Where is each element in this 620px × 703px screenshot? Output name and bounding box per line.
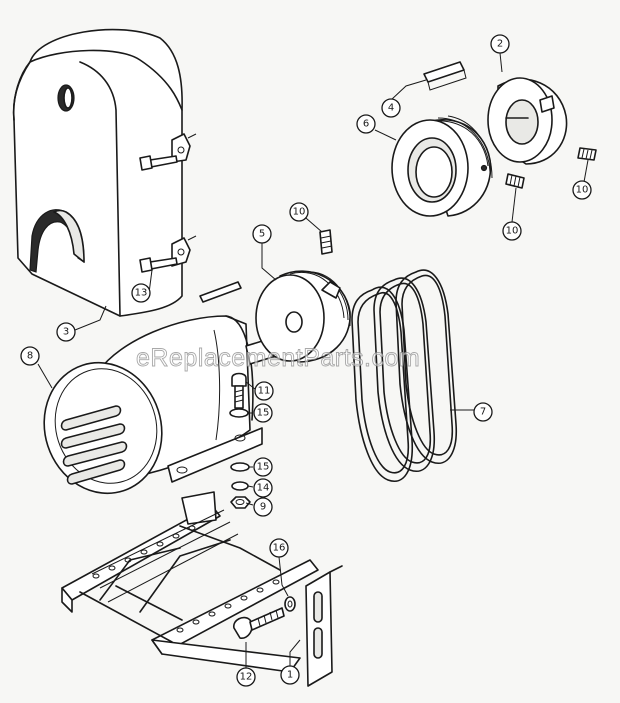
callout-14-label: 14 [257,483,270,494]
callout-15-upper-label: 15 [257,408,270,419]
callout-1-label: 1 [287,670,293,681]
hub-set-screw [505,173,525,189]
v-belts [351,269,458,482]
callout-11: 11 [254,381,274,401]
base-slots [92,525,280,633]
callout-6: 6 [356,114,376,134]
callout-9: 9 [253,497,273,517]
driven-pulley [391,115,493,217]
callout-10-pulley: 10 [289,202,309,222]
callout-5-label: 5 [259,229,265,240]
callout-3-label: 3 [63,327,69,338]
callout-5: 5 [252,224,272,244]
pulley-set-screw [319,229,333,255]
motor-key [199,281,242,303]
callout-13-label: 13 [135,288,148,299]
motor-mount-base [61,491,343,687]
lock-washer [231,481,249,491]
motor [43,315,277,495]
mount-bolt [231,372,247,409]
callout-10-bushing-label: 10 [576,185,589,196]
callout-3: 3 [56,322,76,342]
adjusting-bolt [233,607,285,639]
callout-4: 4 [381,98,401,118]
callout-8-label: 8 [27,351,33,362]
watermark: eReplacementParts.com [136,344,420,372]
washer-upper [229,408,249,418]
callout-16-label: 16 [273,543,286,554]
callout-9-label: 9 [260,502,266,513]
leader-lines [37,52,589,672]
callout-12-label: 12 [240,672,253,683]
guard-bolt-lower [139,257,178,273]
callout-15-upper: 15 [253,403,273,423]
callout-10-bushing: 10 [572,180,592,200]
hex-nut [230,496,251,509]
callout-10-hub-label: 10 [506,226,519,237]
motor-pulley [255,270,351,363]
callout-6-label: 6 [363,119,369,130]
callout-13: 13 [131,283,151,303]
callout-7-label: 7 [480,407,486,418]
callout-11-label: 11 [258,386,271,397]
callout-12: 12 [236,667,256,687]
washer-lower [230,462,250,472]
callout-2: 2 [490,34,510,54]
flat-washer [284,596,296,612]
motor-mounting-foot [167,427,263,483]
callout-15-lower: 15 [253,457,273,477]
callout-2-label: 2 [497,39,503,50]
callout-4-label: 4 [388,103,394,114]
callout-16: 16 [269,538,289,558]
taper-bushing [487,77,568,165]
pulley-key [423,61,467,91]
motor-vent-slots [60,405,128,485]
callout-7: 7 [473,402,493,422]
callout-8: 8 [20,346,40,366]
guard-bolt-upper [139,155,178,171]
callout-10-pulley-label: 10 [293,207,306,218]
callout-14: 14 [253,478,273,498]
belt-guard [12,28,183,317]
bushing-set-screw [577,147,597,161]
callout-1: 1 [280,665,300,685]
callout-10-hub: 10 [502,221,522,241]
callout-15-lower-label: 15 [257,462,270,473]
